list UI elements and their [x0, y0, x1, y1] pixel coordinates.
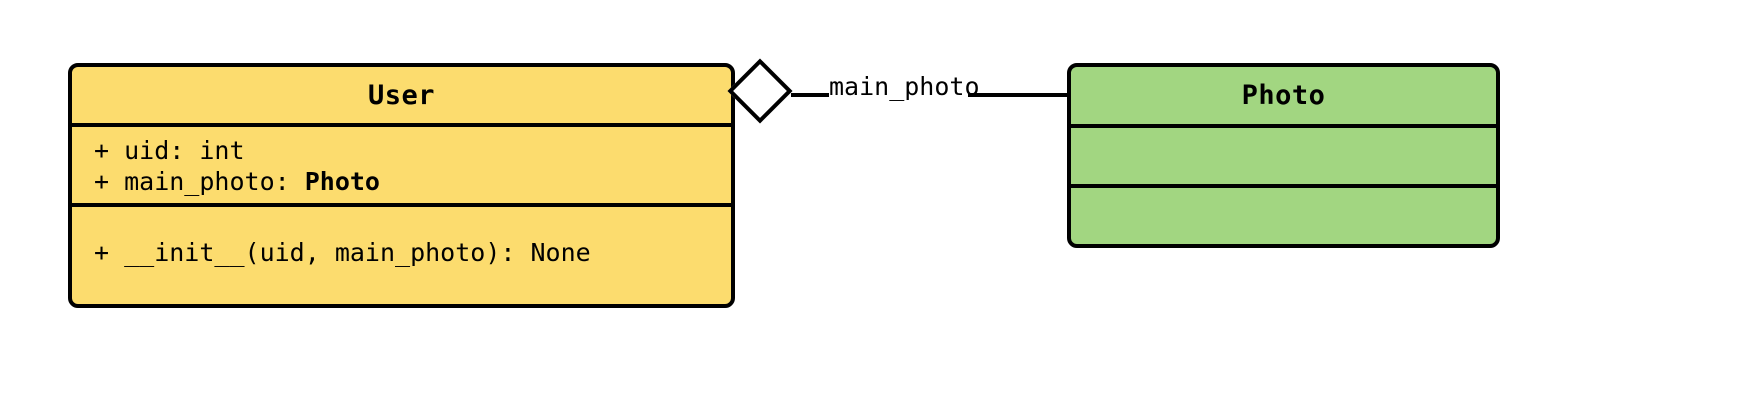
aggregation-diamond-icon [727, 58, 793, 124]
connector-line-right [968, 93, 1068, 97]
method-list-user: + __init__(uid, main_photo): None [72, 238, 731, 269]
class-box-user[interactable]: User + uid: int + main_photo: Photo + __… [68, 63, 735, 308]
methods-compartment-photo [1071, 184, 1496, 244]
relationship-aggregation-user-photo[interactable]: main_photo [727, 58, 1075, 132]
class-title-user: User [367, 79, 436, 111]
attribute-main-photo-prefix: + main_photo: [94, 166, 305, 196]
attributes-compartment-photo [1071, 124, 1496, 184]
attribute-uid: + uid: int [94, 136, 245, 165]
attribute-list-user: + uid: int + main_photo: Photo [72, 127, 731, 206]
relationship-label-main-photo: main_photo [829, 72, 980, 101]
attribute-main-photo: + main_photo: Photo [94, 167, 711, 198]
class-title-photo: Photo [1241, 80, 1326, 111]
method-init: + __init__(uid, main_photo): None [94, 238, 591, 268]
class-box-photo[interactable]: Photo [1067, 63, 1500, 248]
connector-line-left [791, 93, 831, 97]
attributes-compartment-user: + uid: int + main_photo: Photo [72, 123, 731, 203]
methods-compartment-user: + __init__(uid, main_photo): None [72, 203, 731, 300]
attribute-main-photo-type: Photo [304, 166, 380, 196]
